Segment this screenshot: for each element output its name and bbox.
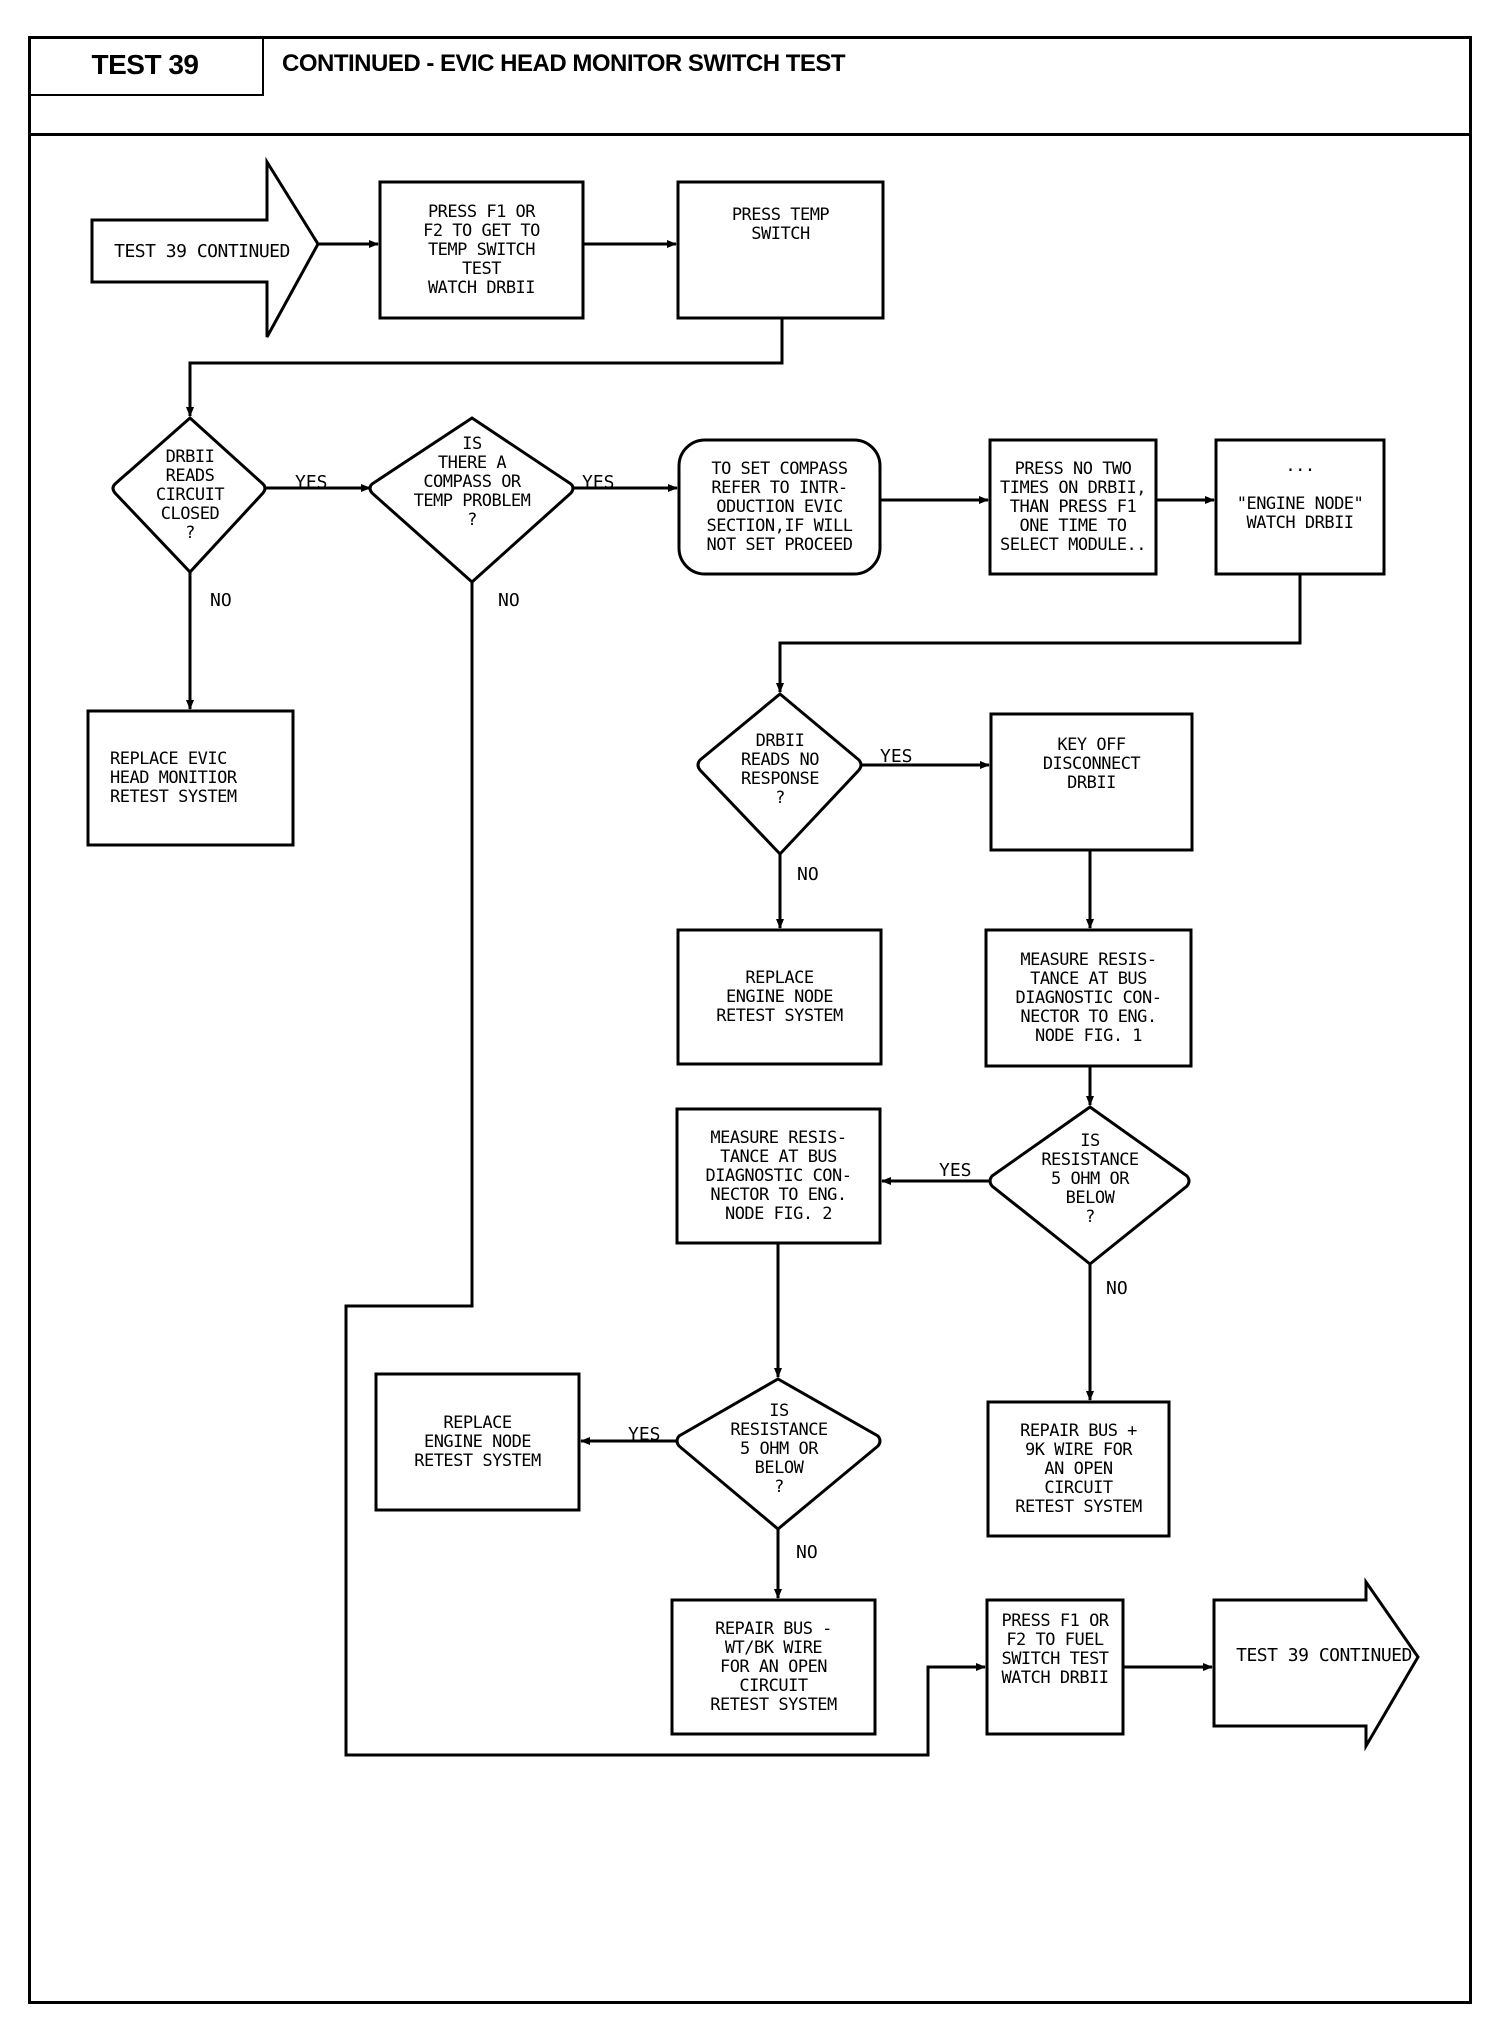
replace-evic-head-box <box>86 709 295 847</box>
end-connector-arrow-shape <box>1212 1577 1420 1752</box>
repair-bus-plus-box <box>986 1400 1171 1538</box>
decision-resistance-2: IS RESISTANCE 5 OHM OR BELOW ? <box>730 1400 828 1497</box>
press-f1-f2-fuel-step: PRESS F1 OR F2 TO FUEL SWITCH TEST WATCH… <box>1001 1611 1109 1688</box>
edge-label-yes-5: YES <box>628 1424 661 1445</box>
press-temp-switch-step: PRESS TEMP SWITCH <box>731 205 830 244</box>
repair-bus-plus-step: REPAIR BUS + 9K WIRE FOR AN OPEN CIRCUIT… <box>1015 1420 1142 1517</box>
press-no-two-times-step: PRESS NO TWO TIMES ON DRBII, THAN PRESS … <box>999 458 1147 555</box>
replace-engine-node-box-1 <box>676 928 883 1066</box>
edge-label-yes-4: YES <box>939 1160 972 1181</box>
replace-engine-node-step-1: REPLACE ENGINE NODE RETEST SYSTEM <box>716 967 843 1026</box>
repair-bus-minus-step: REPAIR BUS - WT/BK WIRE FOR AN OPEN CIRC… <box>710 1618 837 1715</box>
decision-resistance-1: IS RESISTANCE 5 OHM OR BELOW ? <box>1041 1130 1139 1227</box>
set-compass-box <box>677 438 882 576</box>
edge-label-no-4: NO <box>1106 1278 1128 1299</box>
edge-label-no-3: NO <box>797 864 819 885</box>
header-divider <box>28 133 1472 136</box>
decision-compass-temp: IS THERE A COMPASS OR TEMP PROBLEM ? <box>413 433 531 530</box>
set-compass-step: TO SET COMPASS REFER TO INTR- ODUCTION E… <box>706 458 853 555</box>
measure-fig1-step: MEASURE RESIS- TANCE AT BUS DIAGNOSTIC C… <box>1015 949 1162 1046</box>
press-f1-f2-temp-box <box>378 180 585 320</box>
replace-evic-head-step: REPLACE EVIC HEAD MONITIOR RETEST SYSTEM <box>110 748 237 807</box>
edge-label-no-2: NO <box>498 590 520 611</box>
edge-label-yes-2: YES <box>582 472 615 493</box>
edge-label-yes-3: YES <box>880 746 913 767</box>
page-frame <box>28 36 1472 2004</box>
press-no-two-times-box <box>988 438 1158 576</box>
start-connector-arrow-shape <box>90 156 320 338</box>
decision-no-response: DRBII READS NO RESPONSE ? <box>741 731 819 808</box>
replace-engine-node-step-2: REPLACE ENGINE NODE RETEST SYSTEM <box>414 1412 541 1471</box>
edge-decision2-no-loop <box>344 582 986 1757</box>
key-off-disconnect-step: KEY OFF DISCONNECT DRBII <box>1042 734 1141 793</box>
replace-engine-node-box-2 <box>374 1372 581 1512</box>
repair-bus-minus-box <box>670 1598 877 1736</box>
edge-tempswitch-to-decision1 <box>186 318 784 417</box>
end-connector: TEST 39 CONTINUED <box>1236 1644 1412 1666</box>
edge-label-no-1: NO <box>210 590 232 611</box>
engine-node-watch-step: ... "ENGINE NODE" WATCH DRBII <box>1236 456 1364 533</box>
measure-fig2-step: MEASURE RESIS- TANCE AT BUS DIAGNOSTIC C… <box>705 1127 852 1224</box>
press-f1-f2-temp-step: PRESS F1 OR F2 TO GET TO TEMP SWITCH TES… <box>423 201 540 298</box>
edge-enginenode-to-decision3 <box>776 574 1302 693</box>
edge-label-no-5: NO <box>796 1542 818 1563</box>
start-connector: TEST 39 CONTINUED <box>114 240 290 262</box>
page-title: CONTINUED - EVIC HEAD MONITOR SWITCH TES… <box>282 50 846 77</box>
decision-circuit-closed: DRBII READS CIRCUIT CLOSED ? <box>155 446 225 543</box>
test-number-badge: TEST 39 <box>28 36 264 96</box>
edge-label-yes-1: YES <box>295 472 328 493</box>
